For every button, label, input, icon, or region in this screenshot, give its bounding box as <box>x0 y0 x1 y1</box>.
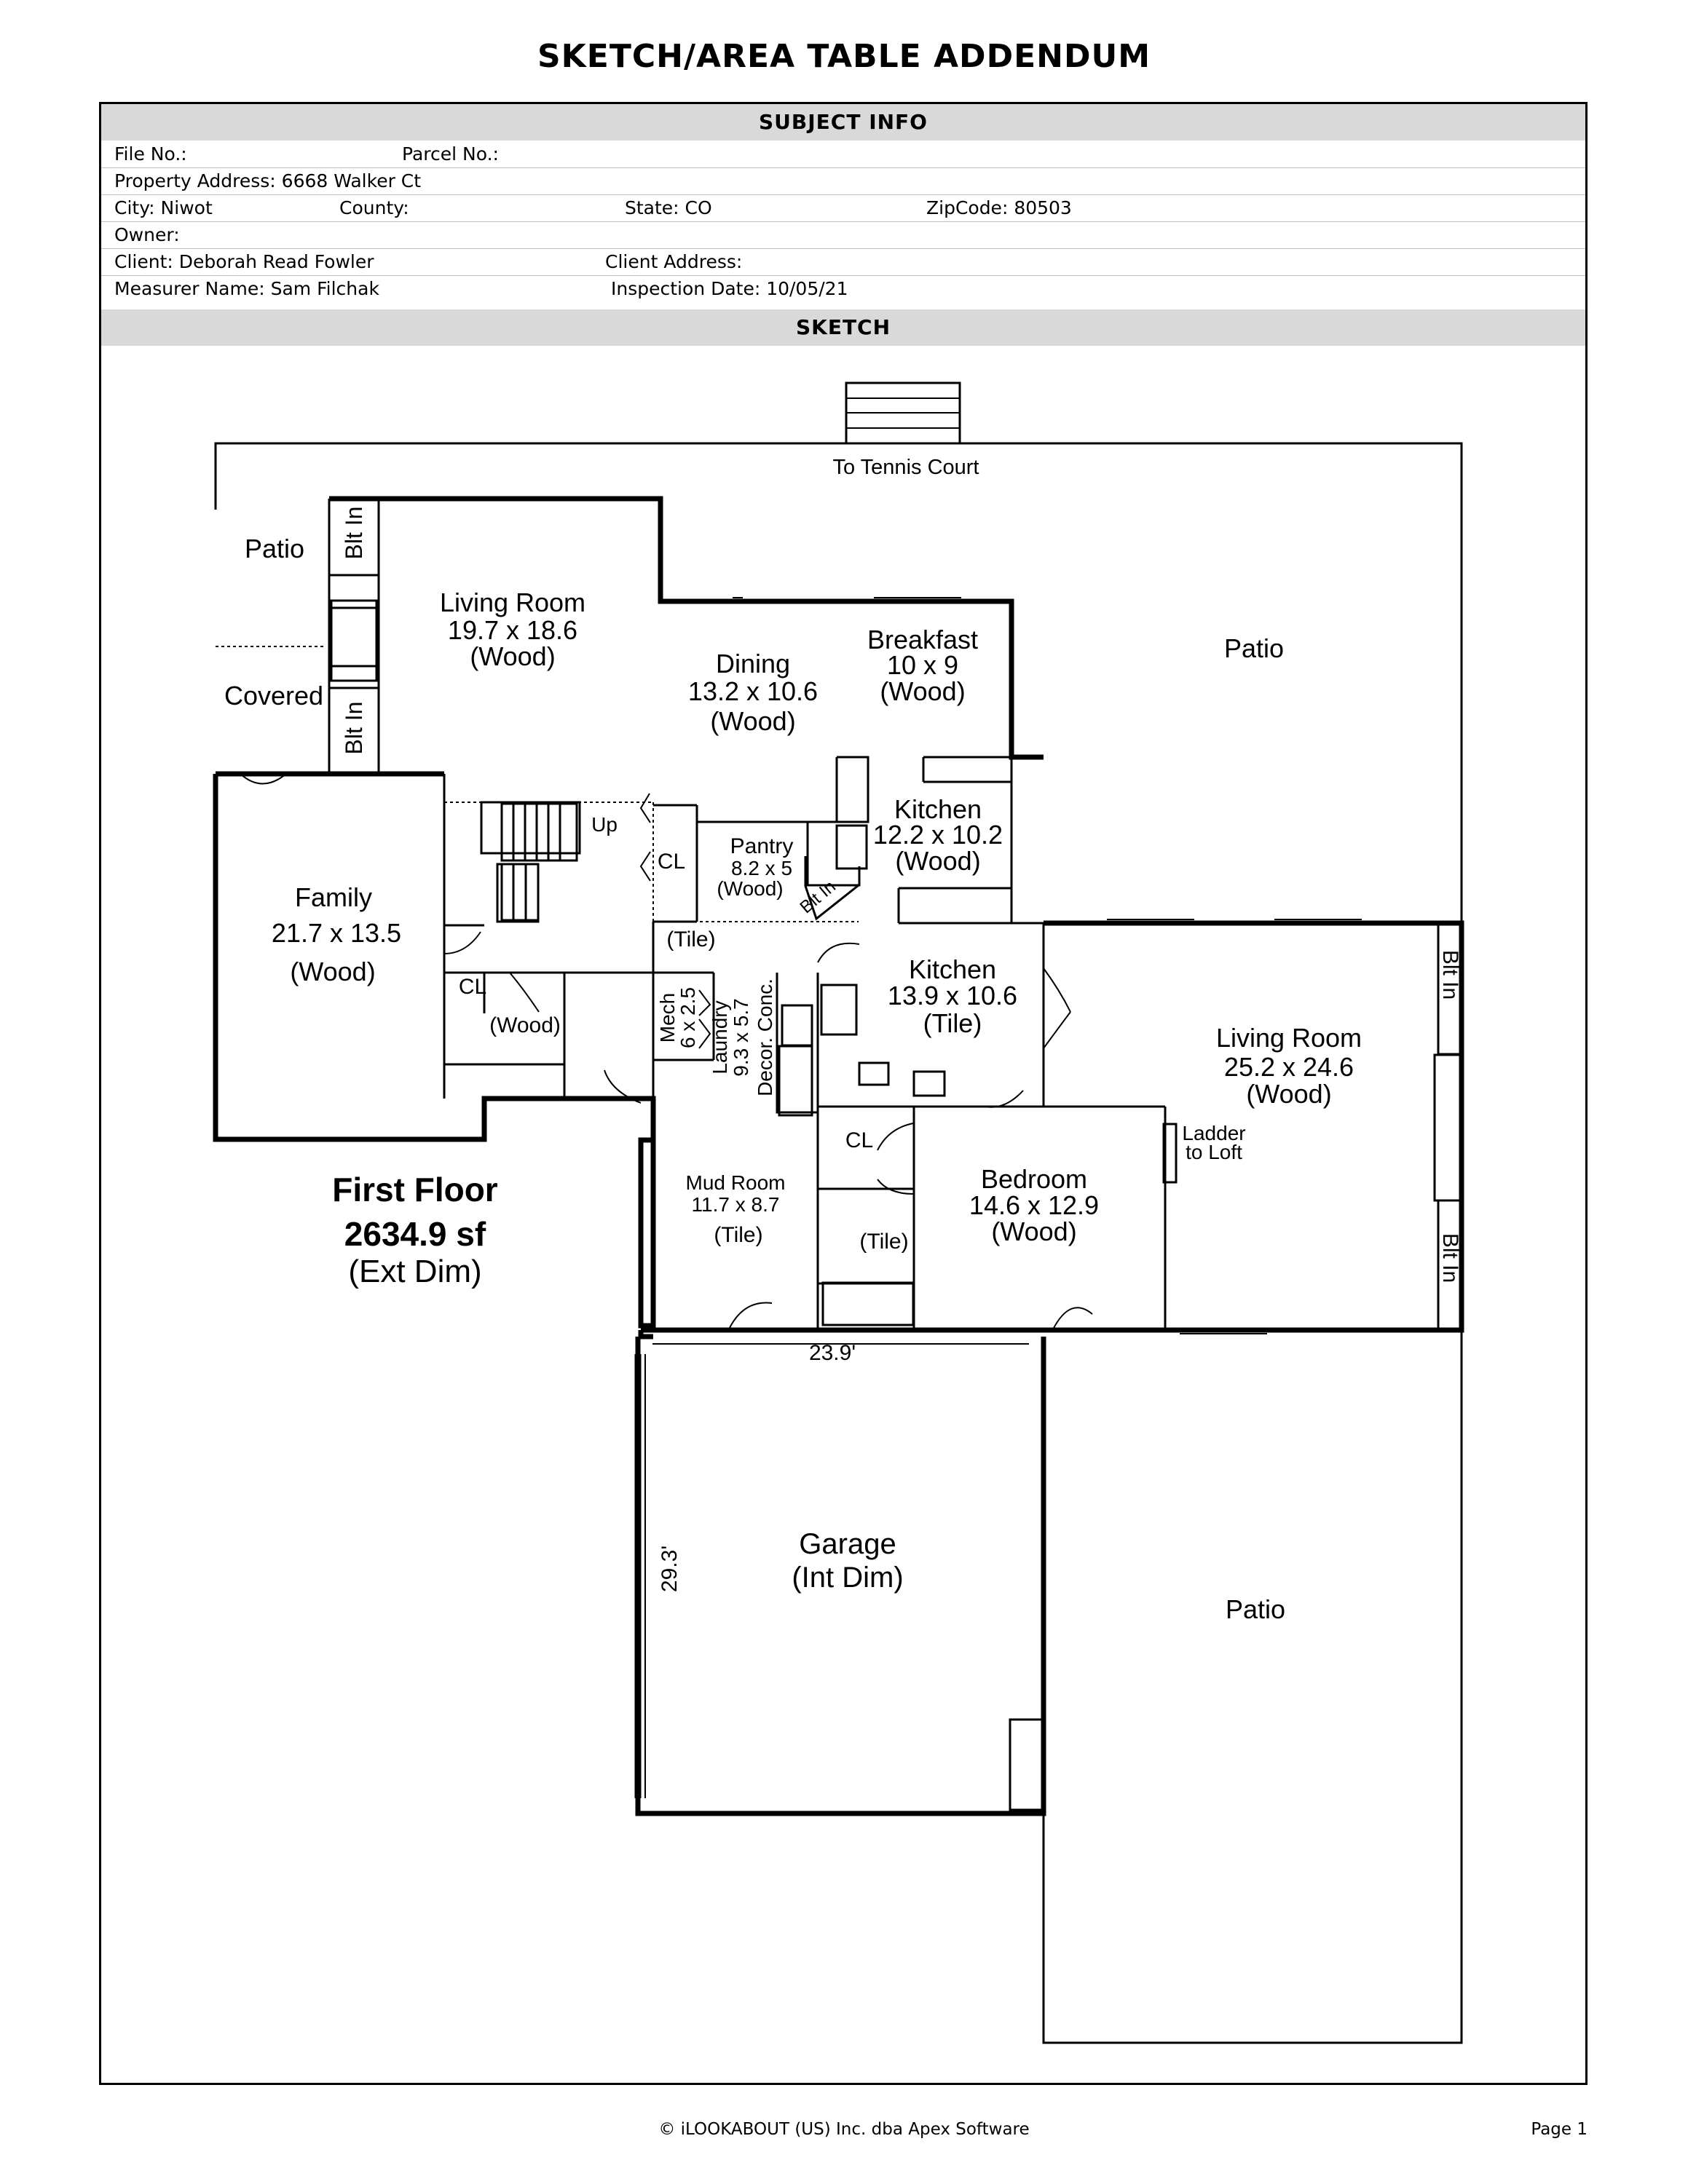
mud-room-dim: 11.7 x 8.7 <box>692 1193 780 1216</box>
kitchen-2-dim: 13.9 x 10.6 <box>888 981 1017 1010</box>
measurer-field: Measurer Name: Sam Filchak <box>114 278 379 299</box>
bedroom-dim: 14.6 x 12.9 <box>969 1190 1099 1220</box>
info-row-file: File No.: Parcel No.: <box>101 141 1585 168</box>
stairs-up-label: Up <box>591 813 618 836</box>
pantry-floor: (Wood) <box>717 877 783 900</box>
subject-info-header: SUBJECT INFO <box>101 104 1585 141</box>
closet-label-pantry: CL <box>658 850 685 874</box>
county-field: County: <box>339 197 409 218</box>
info-row-measurer: Measurer Name: Sam Filchak Inspection Da… <box>101 275 1585 302</box>
garage-width-label: 23.9' <box>809 1341 856 1365</box>
breakfast-floor: (Wood) <box>880 676 965 706</box>
laundry-name: Laundry <box>709 1000 731 1074</box>
laundry-dim: 9.3 x 5.7 <box>730 998 752 1076</box>
patio-nw-label: Patio <box>245 534 304 563</box>
bltin-label-e-top: Blt In <box>1438 950 1462 1000</box>
ladder-label-2: to Loft <box>1186 1141 1242 1163</box>
owner-field: Owner: <box>114 224 180 245</box>
dining-name: Dining <box>716 649 790 678</box>
dining-floor: (Wood) <box>710 706 795 736</box>
interior-walls <box>328 497 1463 1811</box>
mud-room-floor: (Tile) <box>714 1223 762 1247</box>
footer-copyright: © iLOOKABOUT (US) Inc. dba Apex Software <box>658 2120 1030 2139</box>
kitchen-1-name: Kitchen <box>894 794 982 824</box>
info-row-owner: Owner: <box>101 221 1585 249</box>
garage-name: Garage <box>799 1528 896 1560</box>
pantry-dim: 8.2 x 5 <box>731 857 792 879</box>
closet-label-family: CL <box>459 975 486 999</box>
bedroom-name: Bedroom <box>981 1164 1087 1194</box>
closet-label-bedroom: CL <box>845 1128 873 1152</box>
windows <box>733 597 1362 1334</box>
breakfast-dim: 10 x 9 <box>887 650 958 680</box>
bath-bedroom-floor: (Tile) <box>859 1230 908 1254</box>
info-row-address: Property Address: 6668 Walker Ct <box>101 167 1585 195</box>
decor-conc-label: Decor. Conc. <box>754 978 776 1096</box>
living-room-2-floor: (Wood) <box>1246 1079 1331 1109</box>
parcel-no-field: Parcel No.: <box>402 143 499 165</box>
page-title: SKETCH/AREA TABLE ADDENDUM <box>537 38 1151 75</box>
mech-name: Mech <box>656 993 679 1042</box>
bltin-label-nw-bottom: Blt In <box>341 702 367 755</box>
family-dim: 21.7 x 13.5 <box>272 918 401 948</box>
garage-note: (Int Dim) <box>792 1562 903 1594</box>
to-tennis-court-label: To Tennis Court <box>833 456 979 479</box>
info-row-client: Client: Deborah Read Fowler Client Addre… <box>101 248 1585 276</box>
family-floor: (Wood) <box>290 957 375 986</box>
living-room-2-dim: 25.2 x 24.6 <box>1224 1052 1354 1082</box>
bltin-label-nw-top: Blt In <box>341 507 367 560</box>
inspection-date-field: Inspection Date: 10/05/21 <box>611 278 848 299</box>
floor-name: First Floor <box>332 1171 498 1208</box>
dining-dim: 13.2 x 10.6 <box>688 676 818 706</box>
floor-area: 2634.9 sf <box>344 1215 486 1253</box>
mech-dim: 6 x 2.5 <box>677 987 699 1048</box>
kitchen-2-floor: (Tile) <box>923 1008 982 1038</box>
ladder-label-1: Ladder <box>1182 1122 1245 1144</box>
state-field: State: CO <box>625 197 712 218</box>
addendum-frame: SUBJECT INFO File No.: Parcel No.: Prope… <box>99 102 1588 2085</box>
zip-field: ZipCode: 80503 <box>926 197 1072 218</box>
door-swings <box>240 773 1093 1332</box>
bltin-label-e-bottom: Blt In <box>1438 1233 1462 1283</box>
living-room-1-name: Living Room <box>440 587 585 617</box>
kitchen-2-name: Kitchen <box>909 954 996 984</box>
living-room-1-floor: (Wood) <box>470 641 555 671</box>
file-no-field: File No.: <box>114 143 187 165</box>
hall-floor: (Tile) <box>666 927 715 951</box>
covered-label: Covered <box>224 681 323 711</box>
garage-depth-label: 29.3' <box>658 1546 682 1592</box>
mud-room-name: Mud Room <box>686 1171 786 1194</box>
client-address-field: Client Address: <box>605 251 743 272</box>
patio-se-label: Patio <box>1226 1594 1285 1624</box>
bedroom-floor: (Wood) <box>991 1216 1076 1246</box>
sketch-header: SKETCH <box>101 309 1585 346</box>
property-address-field: Property Address: 6668 Walker Ct <box>114 170 422 191</box>
patio-ne-label: Patio <box>1224 633 1284 663</box>
living-room-2-name: Living Room <box>1216 1023 1362 1053</box>
bltin-label-pantry: Blt In <box>797 877 840 917</box>
bath-family-floor: (Wood) <box>489 1013 561 1037</box>
kitchen-1-floor: (Wood) <box>895 846 980 876</box>
family-name: Family <box>295 882 372 912</box>
client-field: Client: Deborah Read Fowler <box>114 251 374 272</box>
info-row-city: City: Niwot County: State: CO ZipCode: 8… <box>101 194 1585 222</box>
kitchen-1-dim: 12.2 x 10.2 <box>873 820 1003 850</box>
breakfast-name: Breakfast <box>867 625 978 654</box>
city-field: City: Niwot <box>114 197 213 218</box>
footer-page-number: Page 1 <box>1531 2120 1588 2139</box>
living-room-1-dim: 19.7 x 18.6 <box>448 615 577 645</box>
pantry-name: Pantry <box>730 834 794 858</box>
floor-area-note: (Ext Dim) <box>348 1254 481 1289</box>
